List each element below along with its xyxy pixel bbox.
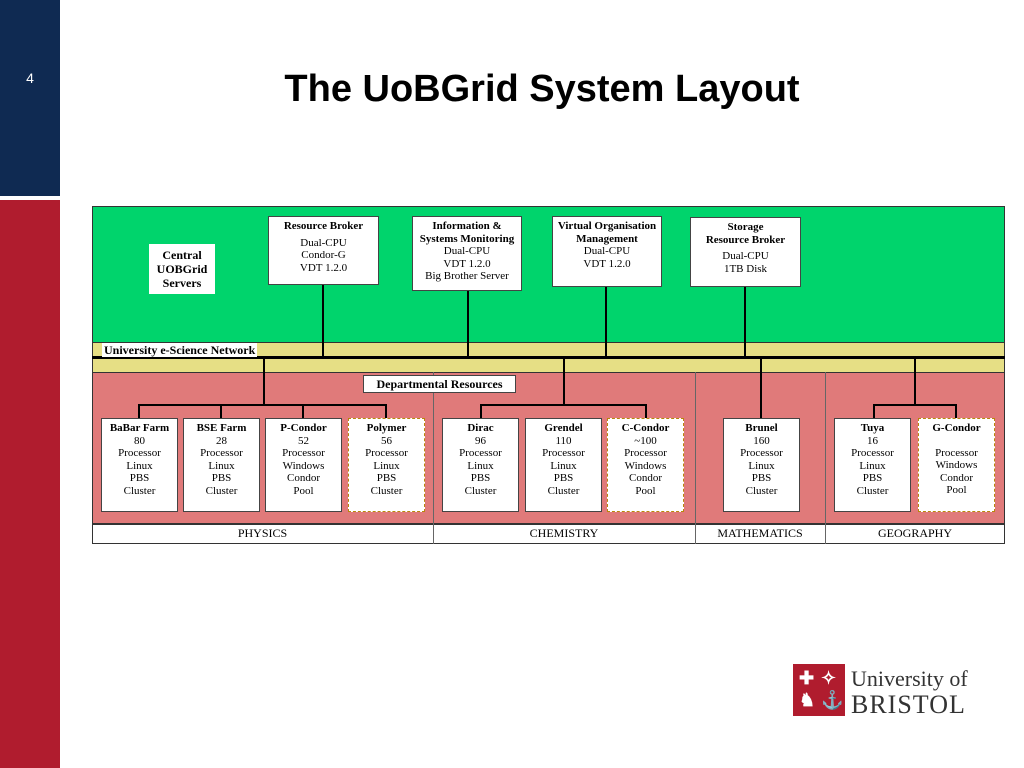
crest-icon: ✚ ✧ ♞ ⚓ (793, 664, 845, 716)
logo-line-1: University of (851, 666, 968, 691)
connector-line (955, 404, 957, 418)
department-label-physics: PHYSICS (237, 526, 288, 540)
server-storage-broker: Storage Resource Broker Dual-CPU 1TB Dis… (690, 217, 801, 287)
divider (433, 372, 434, 544)
connector-line (914, 358, 916, 404)
connector-line (220, 404, 222, 418)
network-label: University e-Science Network (102, 343, 258, 357)
system-diagram: University e-Science Network Central UOB… (92, 206, 1005, 544)
connector-line (480, 404, 482, 418)
connector-line (873, 404, 875, 418)
connector-line (605, 287, 607, 358)
physics-bus (138, 404, 387, 406)
central-servers-label: Central UOBGrid Servers (149, 244, 215, 294)
connector-line (467, 291, 469, 358)
divider (825, 372, 826, 544)
sidebar-top-bar (0, 0, 60, 196)
connector-line (322, 285, 324, 358)
university-logo: ✚ ✧ ♞ ⚓ University of BRISTOL (793, 664, 983, 724)
central-servers-zone (92, 206, 1005, 343)
departmental-resources-label: Departmental Resources (363, 375, 516, 393)
connector-line (263, 358, 265, 404)
sidebar-bottom-bar (0, 200, 60, 768)
department-label-chemistry: CHEMISTRY (529, 526, 599, 540)
connector-line (138, 404, 140, 418)
connector-line (645, 404, 647, 418)
slide-number: 4 (26, 70, 34, 86)
connector-line (385, 404, 387, 418)
network-backbone-line (92, 356, 1005, 359)
server-resource-broker: Resource Broker Dual-CPU Condor-G VDT 1.… (268, 216, 379, 285)
server-virtual-organisation: Virtual Organisation Management Dual-CPU… (552, 216, 662, 287)
chemistry-bus (480, 404, 647, 406)
server-information-monitoring: Information & Systems Monitoring Dual-CP… (412, 216, 522, 291)
geography-bus (873, 404, 957, 406)
logo-line-2: BRISTOL (851, 690, 966, 719)
department-label-mathematics: MATHEMATICS (717, 526, 803, 540)
divider (695, 372, 696, 544)
connector-line (563, 358, 565, 404)
department-footer (92, 524, 1005, 544)
connector-line (744, 287, 746, 358)
page-title: The UoBGrid System Layout (284, 68, 800, 110)
connector-line (302, 404, 304, 418)
connector-line (760, 358, 762, 418)
department-label-geography: GEOGRAPHY (877, 526, 952, 540)
